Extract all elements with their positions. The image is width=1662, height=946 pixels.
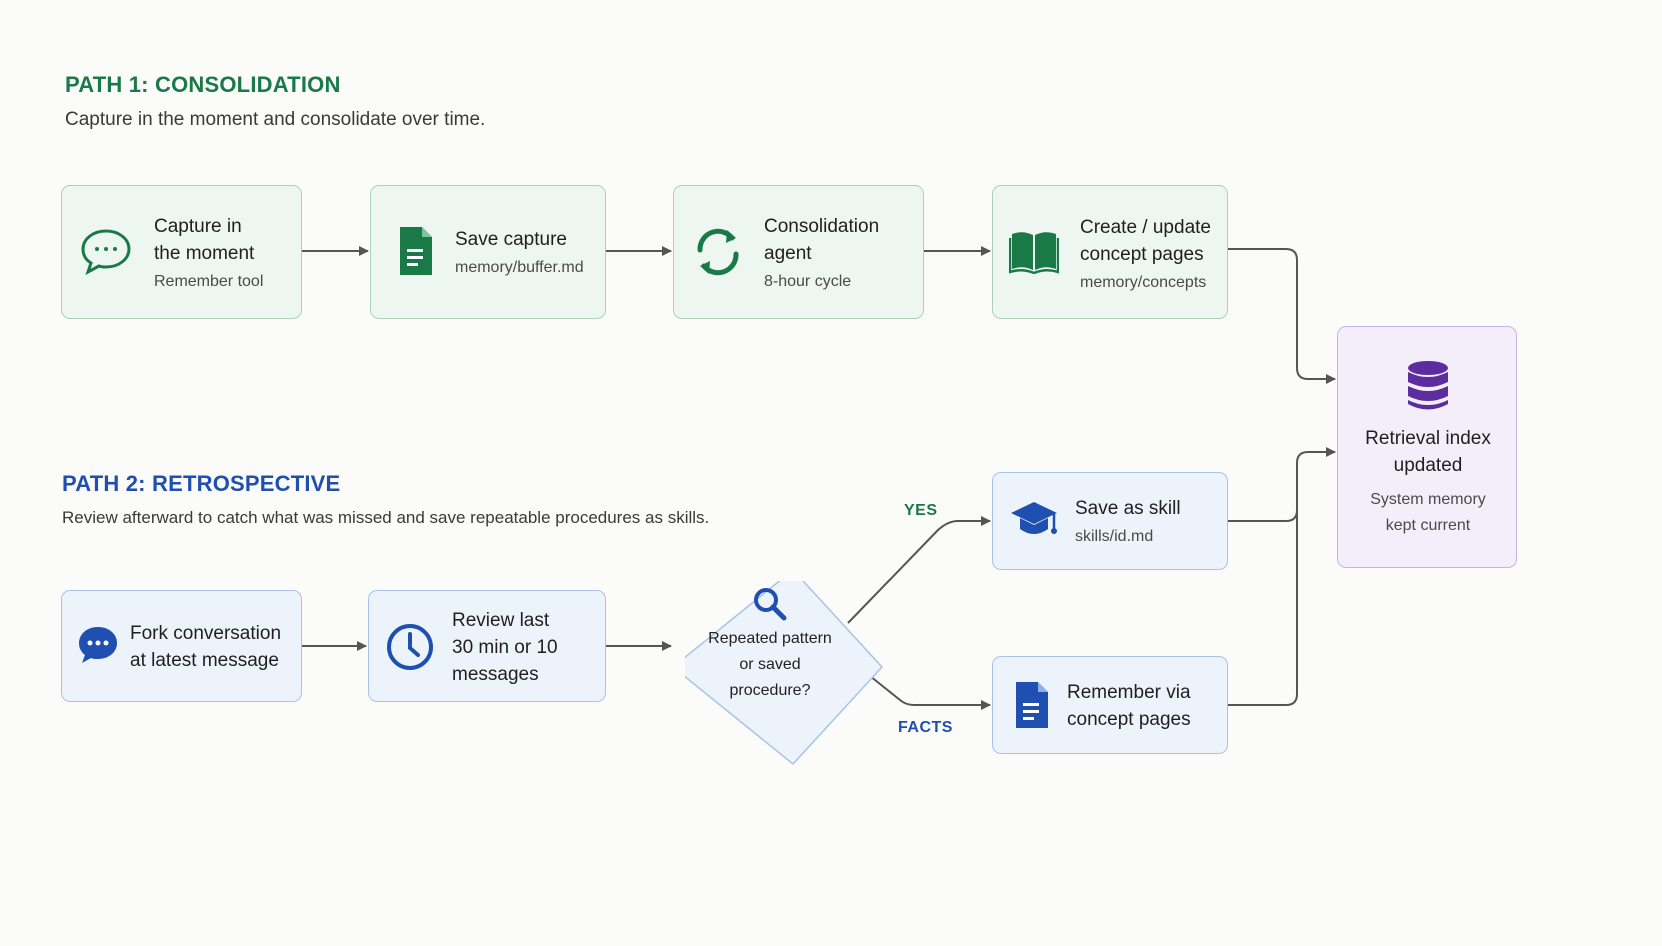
arrow-remember-to-retrieval	[1228, 470, 1298, 706]
path2-subtitle: Review afterward to catch what was misse…	[62, 508, 710, 527]
node-concepts-title: Create / update concept pages	[1080, 217, 1211, 265]
open-book-icon	[1009, 232, 1059, 274]
path2-title: PATH 2: RETROSPECTIVE	[62, 471, 341, 496]
node-concept-pages: Create / update concept pages memory/con…	[992, 185, 1228, 319]
arrow-decision-yes	[847, 516, 991, 624]
node-consolidation: Consolidation agent 8-hour cycle	[673, 185, 924, 319]
node-save-capture: Save capture memory/buffer.md	[370, 185, 606, 319]
path1-title: PATH 1: CONSOLIDATION	[65, 72, 341, 97]
magnifier-icon	[754, 588, 787, 621]
node-review-title: Review last 30 min or 10 messages	[452, 610, 558, 685]
node-concepts-sub: memory/concepts	[1080, 274, 1207, 291]
graduation-cap-icon	[1011, 502, 1057, 534]
refresh-cycle-icon	[697, 228, 739, 276]
document-icon	[400, 227, 432, 275]
yes-label: YES	[904, 502, 938, 519]
chat-bubble-filled-icon	[79, 627, 117, 663]
arrow-concepts-to-retrieval	[1228, 248, 1336, 384]
decision-diamond	[685, 581, 884, 766]
node-remember-title: Remember via concept pages	[1067, 682, 1191, 730]
clock-icon	[387, 624, 433, 670]
database-icon	[1408, 361, 1448, 410]
node-skill-title: Save as skill	[1075, 498, 1181, 519]
node-consolidation-sub: 8-hour cycle	[764, 273, 852, 290]
node-capture-sub: Remember tool	[154, 273, 264, 290]
node-retrieval-sub: System memory kept current	[1370, 491, 1486, 534]
document-icon	[1016, 682, 1048, 728]
chat-bubble-icon	[81, 229, 131, 275]
node-save-sub: memory/buffer.md	[455, 259, 584, 276]
node-retrieval-title: Retrieval index updated	[1365, 428, 1491, 476]
node-fork-title: Fork conversation at latest message	[130, 623, 282, 671]
node-remember-via: Remember via concept pages	[992, 656, 1228, 754]
decision-text: Repeated pattern or saved procedure?	[708, 630, 832, 699]
node-skill-sub: skills/id.md	[1075, 528, 1154, 545]
node-capture: Capture in the moment Remember tool	[61, 185, 302, 319]
arrow-decision-facts	[854, 663, 991, 710]
arrow-skill-to-retrieval	[1228, 447, 1336, 522]
node-consolidation-title: Consolidation agent	[764, 216, 880, 264]
node-retrieval-index: Retrieval index updated System memory ke…	[1337, 326, 1517, 568]
node-save-title: Save capture	[455, 229, 567, 250]
facts-label: FACTS	[898, 719, 953, 736]
node-review-last: Review last 30 min or 10 messages	[368, 590, 606, 702]
node-save-skill: Save as skill skills/id.md	[992, 472, 1228, 570]
node-capture-title: Capture in the moment	[154, 216, 255, 264]
node-fork-conversation: Fork conversation at latest message	[61, 590, 302, 702]
path1-subtitle: Capture in the moment and consolidate ov…	[65, 109, 486, 130]
